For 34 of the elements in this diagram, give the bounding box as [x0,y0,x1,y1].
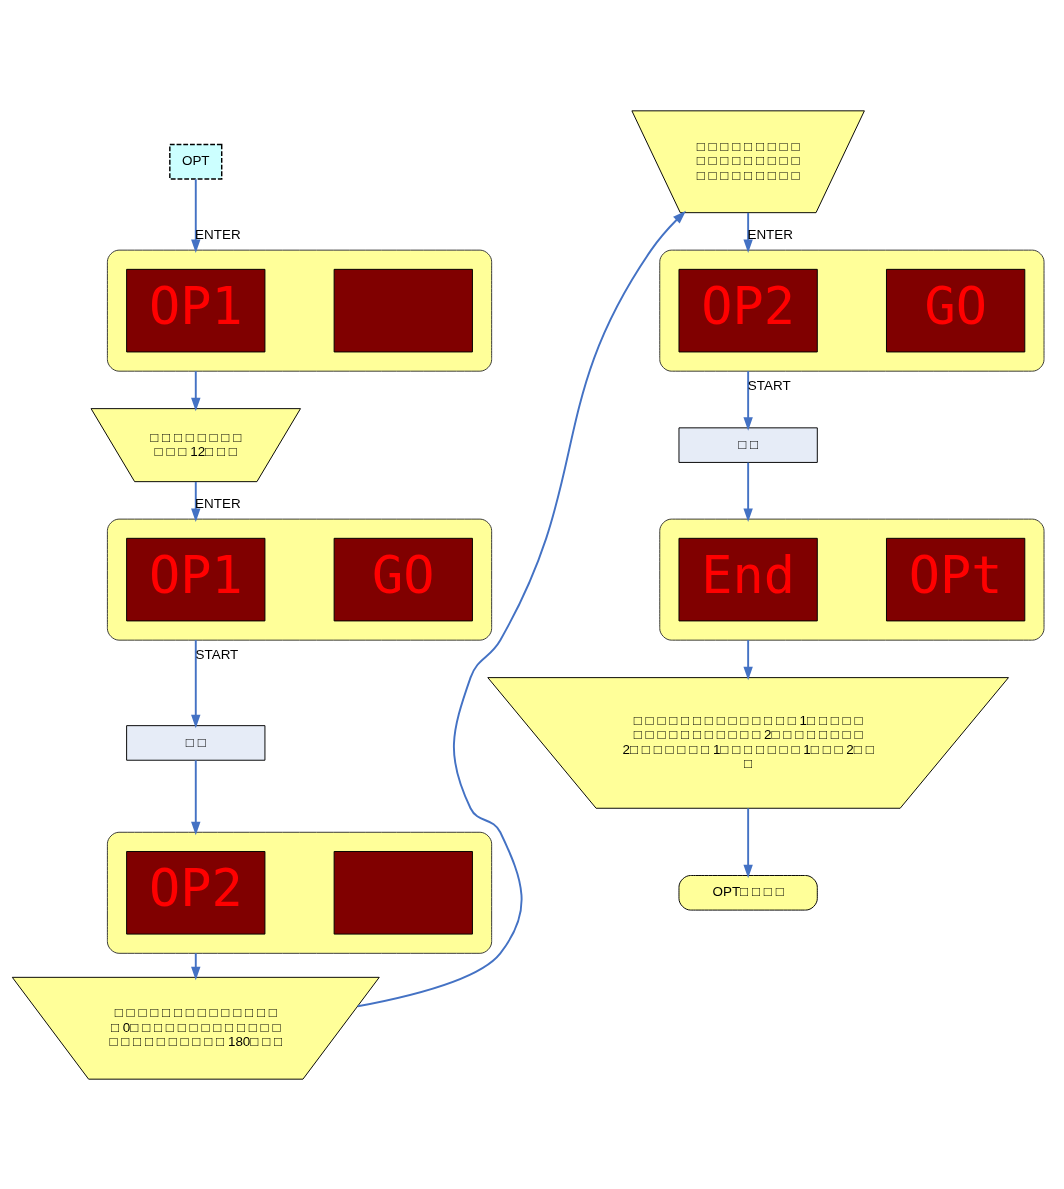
node-box: GO [333,537,473,621]
arrow [191,369,201,411]
arrow [743,211,753,253]
arrow [191,177,201,253]
arrow [191,638,201,728]
node-box [333,850,473,935]
node-box: OP1 [126,537,266,621]
edge-label: ENTER [195,226,241,242]
cluster [106,831,493,954]
cluster [659,249,1045,372]
arrow [743,369,753,431]
node-box: □ □ [678,426,818,463]
node-box: □ □ [126,724,266,761]
node-box: OP2 [678,268,818,352]
arrow [191,480,201,522]
node-box: OPT [169,143,223,180]
edge-label: START [195,646,239,662]
node-box: GO [886,268,1026,352]
arrow [743,638,753,680]
edge-label: ENTER [195,495,241,511]
node-box: OP2 [126,850,266,935]
cluster [106,249,493,372]
arrow [743,806,753,878]
node-box: OPt [886,537,1026,621]
arrow [743,461,753,522]
arrow [356,210,686,1007]
cluster [659,518,1045,641]
node-box: OPT□ □ □ □ [678,874,818,911]
arrow [191,758,201,835]
node-box [333,268,473,352]
node-box: End [678,537,818,621]
arrow [191,951,201,980]
cluster [106,518,493,641]
node-box: OP1 [126,268,266,352]
